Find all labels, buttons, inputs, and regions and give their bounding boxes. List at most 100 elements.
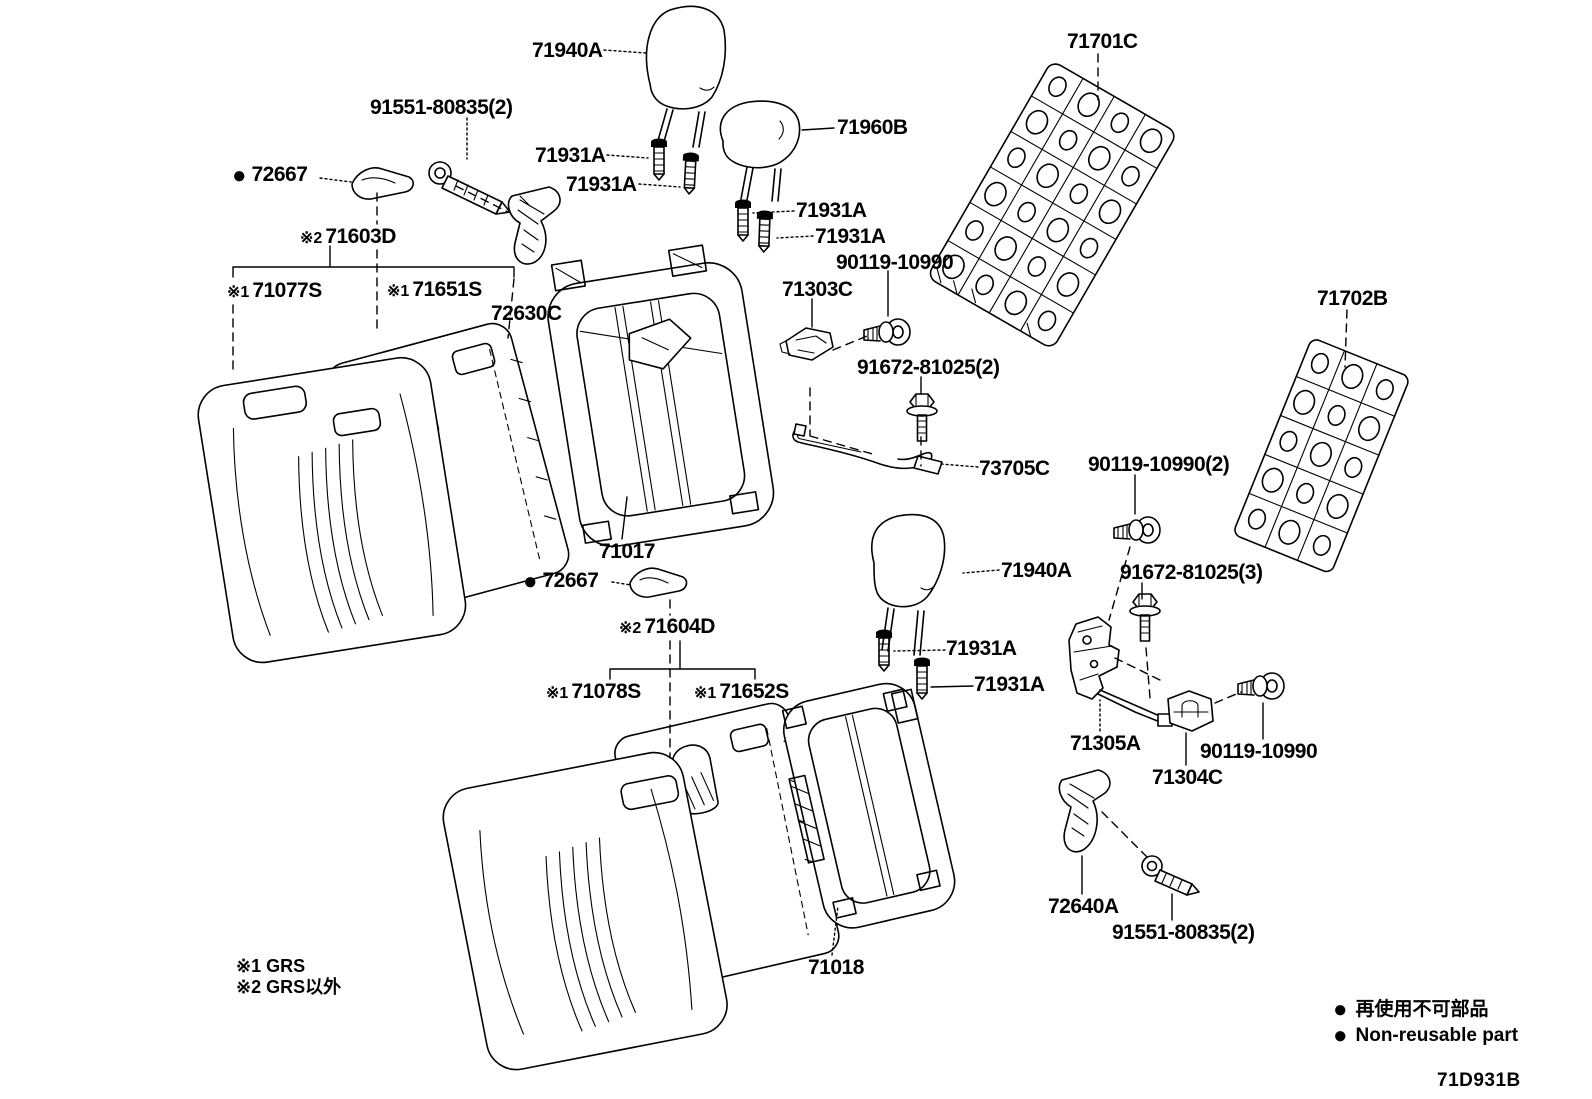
label-prefix: ※1 bbox=[694, 685, 717, 702]
part-label-71931A-2: 71931A bbox=[566, 174, 637, 195]
part-label-71304C: 71304C bbox=[1152, 767, 1223, 788]
part-number: 71931A bbox=[815, 225, 886, 248]
clip-art-72667-lower bbox=[629, 567, 688, 598]
headrest-art-71960B bbox=[719, 100, 801, 202]
part-label-91551-2: 91551-80835(2) bbox=[1112, 921, 1255, 944]
part-label-71940A-1: 71940A bbox=[532, 40, 603, 61]
legend-text: 再使用不可部品 bbox=[1355, 999, 1489, 1020]
part-number: 72640A bbox=[1048, 895, 1119, 918]
part-label-90119-1: 90119-10990 bbox=[836, 251, 954, 274]
part-number: 71604D bbox=[644, 615, 715, 638]
part-number: 71940A bbox=[532, 39, 603, 62]
label-prefix: ※2 bbox=[300, 230, 323, 247]
part-number: 71077S bbox=[252, 279, 322, 302]
bolt-icon-90119 bbox=[1237, 672, 1285, 700]
part-number: 71960B bbox=[837, 116, 908, 139]
clip-art-72667-upper bbox=[351, 167, 414, 200]
screw-icon bbox=[913, 656, 931, 700]
part-number: 91672-81025(3) bbox=[1120, 561, 1263, 584]
part-number: 90119-10990 bbox=[836, 251, 954, 274]
label-prefix: ※1 bbox=[387, 283, 410, 300]
headrest-art-lower bbox=[870, 513, 946, 656]
seat-frame-art-71017 bbox=[547, 244, 775, 548]
part-number: 71702B bbox=[1317, 287, 1388, 310]
legend-non-reusable-en: ●Non-reusable part bbox=[1333, 1024, 1518, 1048]
label-prefix: ※2 bbox=[619, 620, 642, 637]
part-label-71940A-2: 71940A bbox=[1001, 560, 1072, 581]
part-number: 71305A bbox=[1070, 732, 1141, 755]
seat-cover-art-71078S bbox=[442, 751, 728, 1071]
bolt-icon-90119 bbox=[863, 318, 911, 346]
lock-art-71305A bbox=[1068, 616, 1173, 727]
belt-guide-art-72640A bbox=[1058, 769, 1111, 853]
part-number: 91551-80835(2) bbox=[1112, 921, 1255, 944]
screw-icon bbox=[875, 628, 893, 672]
part-label-71701C: 71701C bbox=[1067, 31, 1138, 52]
note-grs-2: ※2 GRS以外 bbox=[236, 977, 342, 997]
part-number: 72667 bbox=[251, 163, 308, 186]
screw-icon bbox=[734, 198, 752, 242]
part-label-72667-1: ●72667 bbox=[232, 163, 308, 188]
part-label-71931A-3: 71931A bbox=[796, 200, 867, 221]
part-label-71305A: 71305A bbox=[1070, 733, 1141, 754]
non-reusable-dot-icon: ● bbox=[1333, 996, 1348, 1023]
part-label-71702B: 71702B bbox=[1317, 288, 1388, 309]
part-label-71931A-4: 71931A bbox=[815, 226, 886, 247]
part-number: 71304C bbox=[1152, 766, 1223, 789]
label-prefix: ※1 bbox=[546, 685, 569, 702]
part-number: 71017 bbox=[599, 540, 655, 563]
part-label-72630C: 72630C bbox=[491, 303, 562, 324]
bolt-icon-90119 bbox=[1113, 516, 1161, 544]
seat-cover-art-71077S bbox=[197, 356, 467, 664]
part-number: 91672-81025(2) bbox=[857, 356, 1000, 379]
part-number: 71651S bbox=[412, 278, 482, 301]
part-label-73705C: 73705C bbox=[979, 458, 1050, 479]
part-number: 71018 bbox=[808, 956, 864, 979]
drawing-code: 71D931B bbox=[1437, 1070, 1521, 1091]
part-label-71017: 71017 bbox=[599, 541, 655, 562]
label-prefix: ※1 bbox=[227, 284, 250, 301]
part-number: 71603D bbox=[325, 225, 396, 248]
screw-art-91551-lower bbox=[1141, 855, 1200, 896]
part-label-71931A-1: 71931A bbox=[535, 145, 606, 166]
part-label-90119-3: 90119-10990 bbox=[1200, 740, 1318, 763]
part-number: 71701C bbox=[1067, 30, 1138, 53]
part-label-71931A-5: 71931A bbox=[946, 638, 1017, 659]
part-number: 71940A bbox=[1001, 559, 1072, 582]
part-number: 71931A bbox=[974, 673, 1045, 696]
screw-icon bbox=[680, 151, 700, 196]
striker-art-71304C bbox=[1167, 690, 1214, 732]
part-number: 90119-10990(2) bbox=[1088, 453, 1230, 476]
part-label-71931A-6: 71931A bbox=[974, 674, 1045, 695]
clip-art-71303C bbox=[779, 327, 834, 361]
part-label-72667-2: ●72667 bbox=[523, 569, 599, 594]
part-number: 71078S bbox=[571, 680, 641, 703]
seat-panel-art-71702B bbox=[1234, 339, 1409, 573]
belt-guide-art-72630C bbox=[507, 186, 561, 265]
part-label-71960B: 71960B bbox=[837, 117, 908, 138]
part-number: 90119-10990 bbox=[1200, 740, 1318, 763]
leader-lines bbox=[232, 49, 1348, 956]
screw-icon bbox=[754, 209, 774, 254]
part-label-91672-2: 91672-81025(2) bbox=[857, 356, 1000, 379]
part-number: 71652S bbox=[719, 680, 789, 703]
bolt-icon-91672 bbox=[906, 393, 938, 442]
part-label-71303C: 71303C bbox=[782, 279, 853, 300]
wire-art-73705C bbox=[792, 423, 943, 475]
headrest-art-top-left bbox=[645, 5, 727, 148]
screw-art-91551-upper bbox=[428, 161, 511, 215]
part-label-72640A: 72640A bbox=[1048, 896, 1119, 917]
part-number: 91551-80835(2) bbox=[370, 96, 513, 119]
part-number: 72667 bbox=[542, 569, 599, 592]
part-number: 71931A bbox=[566, 173, 637, 196]
part-number: 71931A bbox=[796, 199, 867, 222]
seat-panel-art-71701C bbox=[929, 63, 1175, 347]
seat-frame-art-71018 bbox=[781, 682, 956, 929]
non-reusable-dot-icon: ● bbox=[1333, 1022, 1348, 1049]
